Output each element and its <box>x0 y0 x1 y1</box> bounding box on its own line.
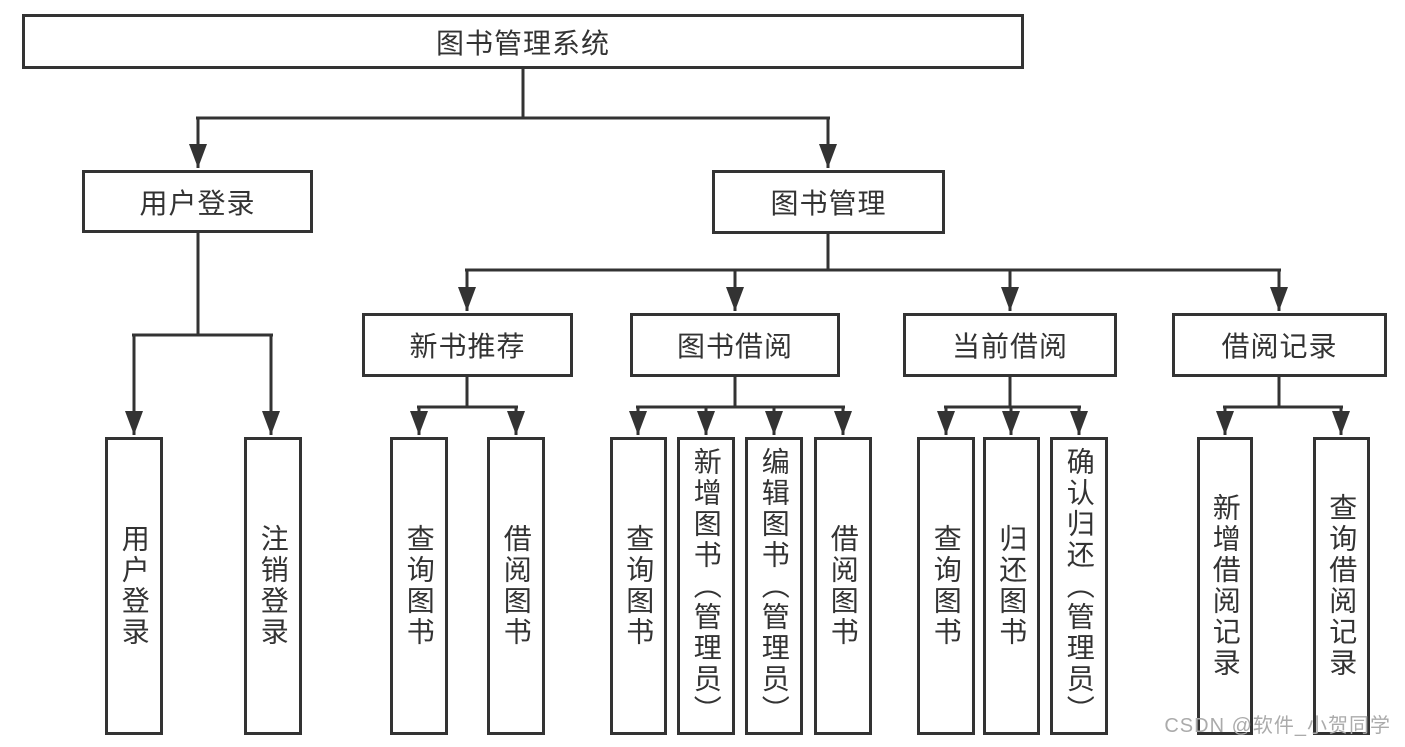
leaf-label: 查询借阅记录 <box>1326 493 1358 679</box>
leaf-user-login: 用户登录 <box>105 437 163 735</box>
leaf-add-books-admin: 新增图书（管理员） <box>677 437 735 735</box>
leaf-query-books-borrow: 查询图书 <box>610 437 667 735</box>
leaf-label: 用户登录 <box>118 524 150 648</box>
edge-group-new-book <box>410 377 525 435</box>
leaf-label: 确认归还（管理员） <box>1063 446 1095 726</box>
edge-group-book-borrow <box>629 377 852 435</box>
leaf-edit-books-admin: 编辑图书（管理员） <box>745 437 803 735</box>
leaf-label: 借阅图书 <box>827 524 859 648</box>
leaf-label: 查询图书 <box>623 524 655 648</box>
leaf-label: 查询图书 <box>403 524 435 648</box>
node-user-login: 用户登录 <box>82 170 313 233</box>
leaf-label: 查询图书 <box>930 524 962 648</box>
edge-group-user-login <box>125 233 280 435</box>
edge-group-root <box>189 69 837 168</box>
leaf-query-books-recommend: 查询图书 <box>390 437 448 735</box>
leaf-label: 新增图书（管理员） <box>690 446 722 726</box>
csdn-watermark: CSDN @软件_小贺同学 <box>1164 715 1391 737</box>
node-new-book-recommend: 新书推荐 <box>362 313 573 377</box>
leaf-confirm-return-admin: 确认归还（管理员） <box>1050 437 1108 735</box>
leaf-label: 注销登录 <box>257 524 289 648</box>
leaf-label: 新增借阅记录 <box>1209 493 1241 679</box>
node-root: 图书管理系统 <box>22 14 1024 69</box>
leaf-query-borrow-record: 查询借阅记录 <box>1313 437 1370 735</box>
edge-group-borrow-records <box>1216 377 1350 435</box>
node-current-borrow: 当前借阅 <box>903 313 1117 377</box>
leaf-add-borrow-record: 新增借阅记录 <box>1197 437 1253 735</box>
leaf-query-books-current: 查询图书 <box>917 437 975 735</box>
leaf-label: 借阅图书 <box>500 524 532 648</box>
edge-group-current-borrow <box>937 377 1088 435</box>
leaf-return-books: 归还图书 <box>983 437 1040 735</box>
leaf-label: 编辑图书（管理员） <box>758 446 790 726</box>
edge-group-book-management <box>458 234 1288 311</box>
leaf-borrow-books-recommend: 借阅图书 <box>487 437 545 735</box>
node-book-management: 图书管理 <box>712 170 945 234</box>
leaf-logout: 注销登录 <box>244 437 302 735</box>
leaf-borrow-books: 借阅图书 <box>814 437 872 735</box>
node-book-borrow: 图书借阅 <box>630 313 840 377</box>
leaf-label: 归还图书 <box>996 524 1028 648</box>
node-borrow-records: 借阅记录 <box>1172 313 1387 377</box>
